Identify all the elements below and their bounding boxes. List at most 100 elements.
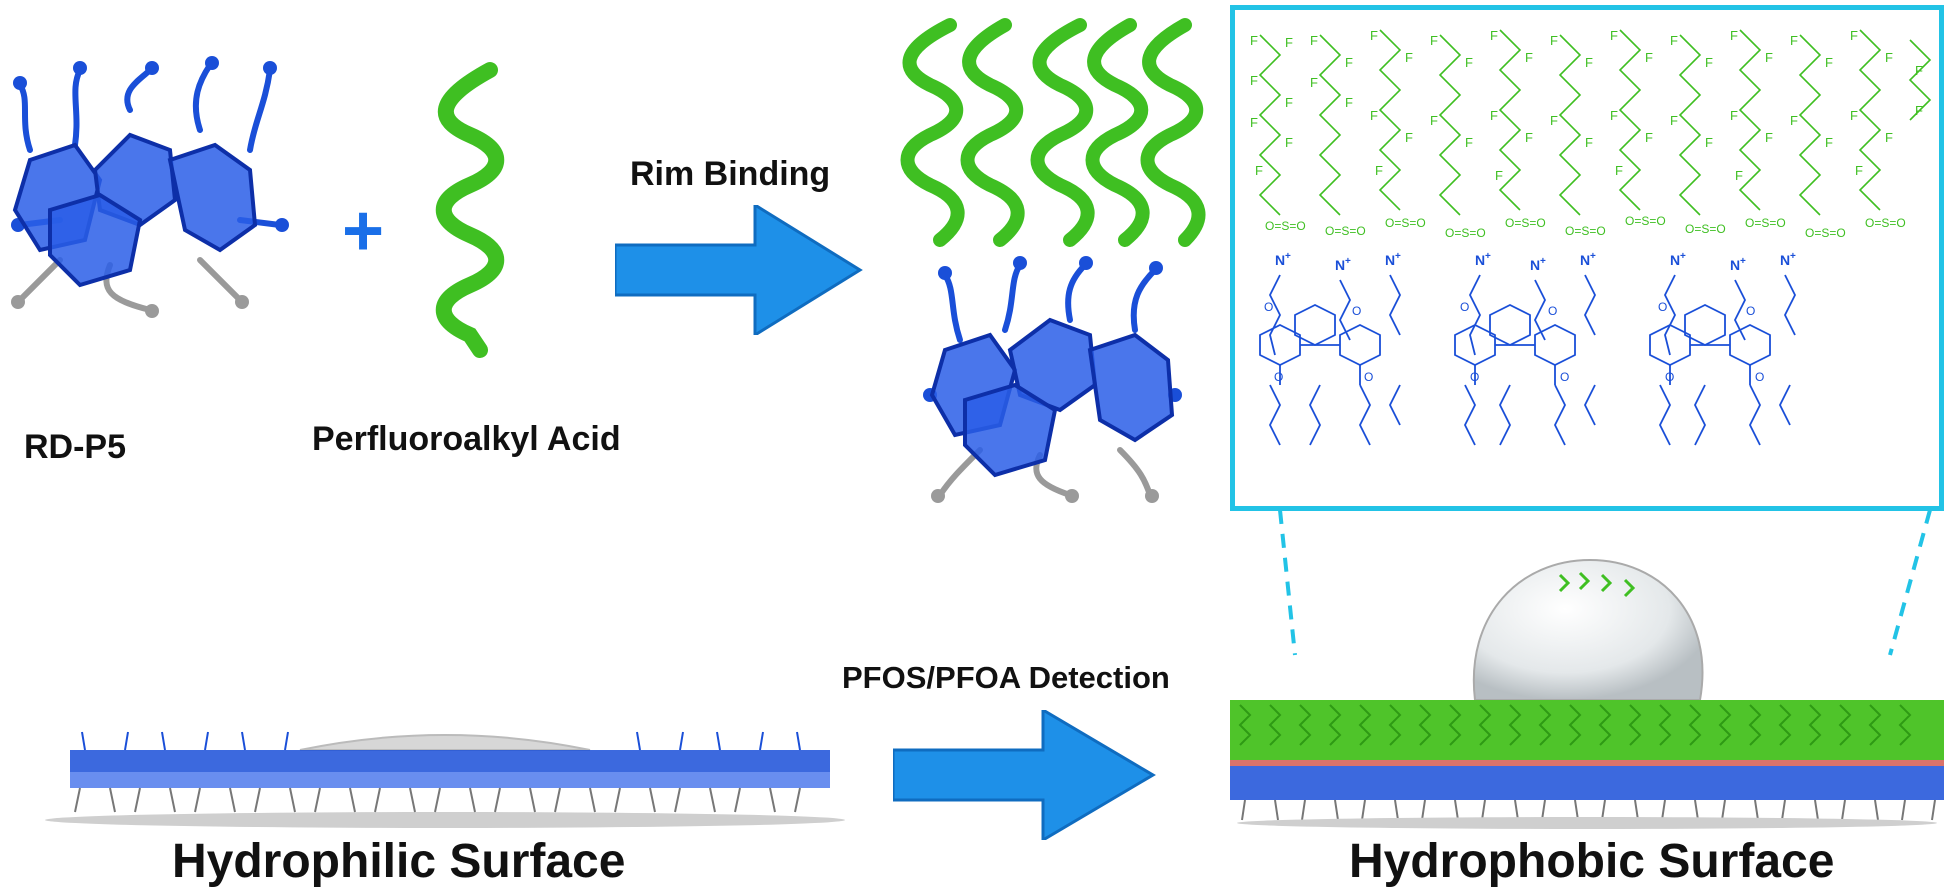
svg-text:F: F [1375,163,1383,178]
svg-text:O=S=O: O=S=O [1865,216,1906,230]
svg-text:O: O [1658,300,1667,314]
svg-text:F: F [1405,50,1413,65]
svg-text:+: + [1485,251,1491,262]
svg-text:O: O [1746,304,1755,318]
svg-text:F: F [1610,28,1618,43]
svg-text:F: F [1735,168,1743,183]
svg-text:O=S=O: O=S=O [1445,226,1486,240]
svg-text:N: N [1475,252,1485,268]
svg-text:O=S=O: O=S=O [1505,216,1546,230]
svg-text:F: F [1285,35,1293,50]
hydrophobic-surface-label: Hydrophobic Surface [1349,835,1835,888]
svg-text:O=S=O: O=S=O [1805,226,1846,240]
svg-text:O=S=O: O=S=O [1745,216,1786,230]
hydrophobic-surface-icon [1230,558,1944,829]
svg-text:F: F [1765,130,1773,145]
svg-text:F: F [1250,115,1258,130]
detection-arrow-icon [893,710,1156,840]
rd-p5-label: RD-P5 [24,428,127,466]
svg-text:F: F [1730,108,1738,123]
svg-text:F: F [1525,50,1533,65]
svg-text:F: F [1490,28,1498,43]
svg-text:F: F [1850,108,1858,123]
svg-text:F: F [1585,55,1593,70]
detection-label: PFOS/PFOA Detection [842,660,1170,695]
svg-text:O=S=O: O=S=O [1685,222,1726,236]
chemical-structure: F F F F F F F F F F F F F F F F F F F F F F F F F F F… [1250,28,1932,446]
hydrophilic-surface-label: Hydrophilic Surface [172,835,626,888]
svg-text:F: F [1250,73,1258,88]
svg-text:N: N [1580,252,1590,268]
svg-text:F: F [1705,55,1713,70]
svg-text:F: F [1430,113,1438,128]
svg-text:F: F [1345,55,1353,70]
svg-text:F: F [1705,135,1713,150]
helix-icon [435,62,505,358]
svg-text:F: F [1915,63,1923,78]
bound-helices-icon [900,18,1206,247]
svg-text:F: F [1885,130,1893,145]
svg-text:F: F [1370,28,1378,43]
svg-text:O: O [1460,300,1469,314]
svg-text:O: O [1470,370,1479,384]
svg-text:F: F [1670,33,1678,48]
svg-text:N: N [1730,257,1740,273]
svg-text:+: + [1540,256,1546,267]
svg-text:+: + [1395,251,1401,262]
svg-text:F: F [1855,163,1863,178]
svg-text:O: O [1274,370,1283,384]
svg-text:N: N [1275,252,1285,268]
svg-text:O: O [1264,300,1273,314]
svg-text:O=S=O: O=S=O [1625,214,1666,228]
svg-text:F: F [1255,163,1263,178]
svg-text:O=S=O: O=S=O [1565,224,1606,238]
svg-text:N: N [1780,252,1790,268]
rim-binding-arrow-icon [615,205,863,335]
svg-text:F: F [1670,113,1678,128]
svg-text:N: N [1335,257,1345,273]
svg-text:+: + [1590,251,1596,262]
svg-text:O=S=O: O=S=O [1385,216,1426,230]
svg-text:F: F [1610,108,1618,123]
svg-text:F: F [1285,135,1293,150]
svg-text:F: F [1310,33,1318,48]
svg-text:F: F [1465,55,1473,70]
svg-text:+: + [1790,251,1796,262]
svg-text:F: F [1765,50,1773,65]
structure-frame [1230,5,1944,511]
svg-text:F: F [1405,130,1413,145]
svg-text:O=S=O: O=S=O [1265,219,1306,233]
zoom-connector-lines [1278,510,1932,656]
svg-text:+: + [1285,251,1291,262]
svg-text:F: F [1370,108,1378,123]
rd-p5-macrocycle-icon [11,56,289,318]
svg-text:N: N [1385,252,1395,268]
svg-text:O=S=O: O=S=O [1325,224,1366,238]
perfluoroalkyl-acid-label: Perfluoroalkyl Acid [312,420,621,458]
hydrophilic-surface-icon [45,731,845,828]
svg-text:O: O [1548,304,1557,318]
svg-text:+: + [1680,251,1686,262]
plus-sign: + [342,191,385,271]
svg-text:F: F [1285,95,1293,110]
svg-text:O: O [1755,370,1764,384]
svg-text:O: O [1352,304,1361,318]
svg-text:N: N [1670,252,1680,268]
svg-text:F: F [1790,33,1798,48]
svg-text:F: F [1790,113,1798,128]
svg-text:F: F [1850,28,1858,43]
svg-text:O: O [1560,370,1569,384]
svg-text:F: F [1645,50,1653,65]
svg-text:F: F [1495,168,1503,183]
bound-macrocycle-icon [923,256,1182,503]
svg-text:O: O [1364,370,1373,384]
svg-text:+: + [1740,256,1746,267]
droplet-icon [1472,558,1704,701]
svg-text:F: F [1550,113,1558,128]
svg-text:F: F [1550,33,1558,48]
svg-text:F: F [1915,103,1923,118]
svg-text:F: F [1430,33,1438,48]
svg-text:F: F [1250,33,1258,48]
svg-text:F: F [1490,108,1498,123]
svg-text:F: F [1730,28,1738,43]
